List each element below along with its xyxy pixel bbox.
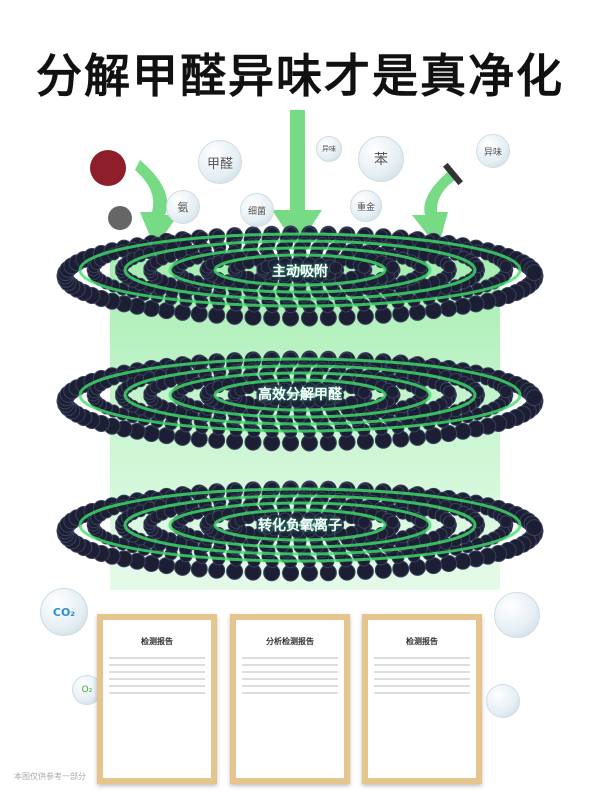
bubble-ammonia: 氨 — [166, 190, 200, 224]
green-swirl — [78, 357, 522, 433]
bubble-odor: 异味 — [316, 136, 342, 162]
green-swirl — [123, 239, 477, 301]
bubble-benzene: 苯 — [358, 136, 404, 182]
green-swirl — [123, 364, 477, 426]
footer-note: 本图仅供参考一部分 — [14, 772, 86, 781]
bead-disc-3 — [56, 480, 544, 582]
certificate-3: 检测报告 — [362, 614, 482, 784]
arrow-down-icon — [272, 110, 322, 248]
headline: 分解甲醛异味才是真净化 — [36, 49, 564, 103]
green-swirl — [213, 508, 387, 542]
particle-icon — [442, 162, 464, 186]
bubble-formaldehyde: 甲醛 — [198, 140, 242, 184]
certificate-1: 检测报告 — [97, 614, 217, 784]
purification-layers-illustration — [56, 110, 544, 590]
arrow-left-icon — [135, 160, 178, 248]
certificate-2: 分析检测报告 — [230, 614, 350, 784]
certificate-title: 检测报告 — [141, 637, 173, 646]
molecule-icon — [108, 206, 132, 230]
green-swirl — [78, 232, 522, 308]
green-swirl — [168, 501, 432, 549]
flower-bubble-icon — [494, 592, 540, 638]
co2-badge: CO₂ — [40, 588, 88, 636]
bubble-odor-2: 异味 — [476, 134, 510, 168]
green-swirl — [78, 487, 522, 563]
green-swirl — [213, 253, 387, 287]
leaf-bubble-icon — [486, 684, 520, 718]
certificate-title: 检测报告 — [406, 637, 438, 646]
bacteria-icon — [90, 150, 126, 186]
bubble-heavy-metal: 重金 — [350, 190, 382, 222]
green-swirl — [168, 371, 432, 419]
green-swirl — [213, 378, 387, 412]
green-swirl — [123, 494, 477, 556]
layer-label-decompose: 高效分解甲醛 — [258, 387, 342, 403]
green-swirl — [168, 246, 432, 294]
bead-disc-1 — [56, 225, 544, 327]
bubble-bacteria: 细菌 — [240, 193, 274, 227]
arrow-right-icon — [412, 170, 458, 248]
certificate-title: 分析检测报告 — [266, 637, 314, 646]
layer-label-adsorb: 主动吸附 — [272, 264, 328, 280]
bead-disc-2 — [56, 350, 544, 452]
layer-label-anion: 转化负氧离子 — [258, 518, 342, 534]
